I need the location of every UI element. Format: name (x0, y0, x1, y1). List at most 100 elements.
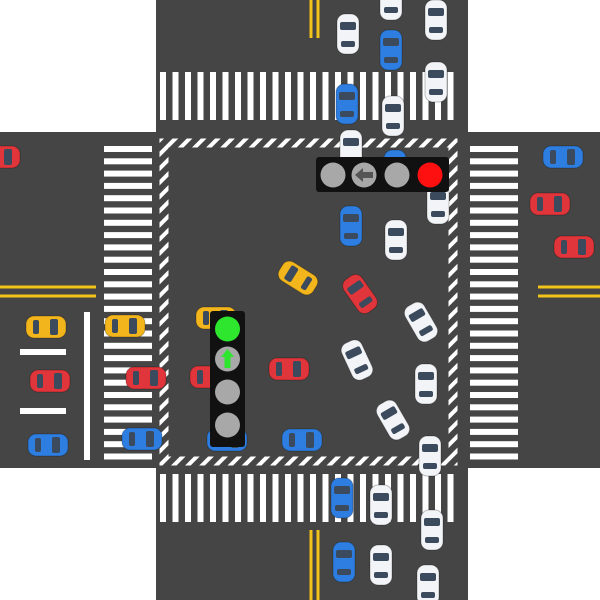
crosswalk-stripe (470, 367, 518, 374)
lane-markings-west (20, 312, 90, 460)
blue-car[interactable] (335, 83, 359, 125)
car-rear-window (431, 211, 445, 217)
car-rear-window (300, 276, 312, 291)
up-arrow-icon (221, 349, 234, 368)
white-car[interactable] (379, 0, 403, 21)
crosswalk-stripe (104, 269, 152, 275)
car-windshield (340, 22, 356, 30)
crosswalk-stripe (104, 244, 152, 251)
white-car[interactable] (418, 435, 442, 477)
blue-car[interactable] (121, 427, 163, 451)
crosswalk-stripe (160, 474, 166, 522)
blue-car[interactable] (330, 477, 354, 519)
crosswalk-stripe (104, 416, 152, 423)
car-rear-window (419, 325, 433, 337)
car-rear-window (429, 27, 443, 33)
car-body (553, 235, 595, 259)
crosswalk-stripe (104, 256, 152, 263)
crosswalk-stripe (197, 474, 204, 522)
white-car[interactable] (339, 337, 376, 383)
car-windshield (567, 149, 575, 165)
white-car[interactable] (414, 363, 438, 405)
blue-car[interactable] (281, 428, 323, 452)
red-car[interactable] (125, 366, 167, 390)
red-car[interactable] (553, 235, 595, 259)
car-windshield (4, 149, 12, 165)
crosswalk-stripe (470, 182, 518, 189)
car-rear-window (359, 296, 373, 308)
white-car[interactable] (384, 219, 408, 261)
lamp-off-icon (384, 162, 410, 188)
traffic-light-east[interactable] (316, 157, 449, 192)
yellow-car[interactable] (104, 314, 146, 338)
car-windshield (373, 493, 389, 501)
crosswalk-stripe (447, 474, 454, 522)
blue-car[interactable] (332, 541, 356, 583)
traffic-light-west[interactable] (210, 311, 245, 447)
yellow-car[interactable] (25, 315, 67, 339)
car-windshield (388, 228, 404, 236)
crosswalk-stripe (104, 342, 152, 349)
blue-car[interactable] (27, 433, 69, 457)
white-car[interactable] (401, 299, 440, 345)
car-windshield (373, 553, 389, 561)
car-windshield (343, 214, 359, 222)
car-rear-window (344, 233, 358, 239)
car-body (27, 433, 69, 457)
car-windshield (284, 265, 299, 282)
white-car[interactable] (420, 509, 444, 551)
crosswalk-stripe (470, 269, 518, 275)
white-car[interactable] (416, 564, 440, 600)
white-car[interactable] (424, 61, 448, 103)
crosswalk-stripe (470, 244, 518, 251)
red-car[interactable] (340, 271, 381, 316)
red-car[interactable] (268, 357, 310, 381)
crosswalk-stripe (470, 441, 518, 448)
car-windshield (383, 38, 399, 46)
crosswalk-stripe (470, 453, 518, 460)
traffic-light-housing (316, 157, 449, 192)
crosswalk-stripe (222, 72, 229, 120)
crosswalk-stripe (104, 281, 152, 288)
crosswalk-stripe (272, 72, 279, 120)
white-car[interactable] (424, 0, 448, 41)
blue-car[interactable] (339, 205, 363, 247)
crosswalk-stripe (197, 72, 204, 120)
crosswalk-stripe (470, 404, 518, 411)
car-rear-window (112, 319, 118, 333)
crosswalk-stripe (470, 293, 518, 300)
crosswalk-stripe (470, 195, 518, 202)
car-rear-window (384, 7, 398, 13)
red-car[interactable] (0, 145, 21, 169)
crosswalk-stripe (470, 392, 518, 398)
car-windshield (422, 444, 438, 452)
left-arrow-icon (355, 168, 373, 182)
crosswalk-stripe (247, 72, 254, 120)
white-car[interactable] (369, 544, 393, 586)
white-car[interactable] (426, 183, 450, 225)
car-rear-window (340, 111, 354, 117)
car-rear-window (203, 311, 209, 325)
lamp-off-icon (320, 162, 346, 188)
crosswalk-stripe (104, 305, 152, 312)
crosswalk-stripe (222, 474, 229, 522)
car-rear-window (550, 150, 556, 164)
white-car[interactable] (373, 397, 412, 443)
red-car[interactable] (29, 369, 71, 393)
crosswalk-stripe (104, 293, 152, 300)
crosswalk-stripe (104, 207, 152, 214)
blue-car[interactable] (379, 29, 403, 71)
blue-car[interactable] (542, 145, 584, 169)
crosswalk-stripe (104, 219, 152, 226)
white-car[interactable] (369, 484, 393, 526)
car-body (104, 314, 146, 338)
crosswalk-stripe (360, 474, 366, 522)
white-car[interactable] (336, 13, 360, 55)
car-body (529, 192, 571, 216)
white-car[interactable] (381, 95, 405, 137)
red-car[interactable] (529, 192, 571, 216)
yellow-car[interactable] (275, 258, 321, 298)
intersection-box (159, 138, 458, 466)
car-rear-window (289, 433, 295, 447)
